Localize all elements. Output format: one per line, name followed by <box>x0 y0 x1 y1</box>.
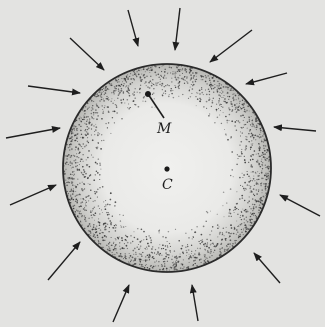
center-point-dot <box>164 166 169 171</box>
point-m-dot <box>145 91 151 97</box>
label-m: M <box>156 121 172 137</box>
label-c: C <box>162 177 173 193</box>
